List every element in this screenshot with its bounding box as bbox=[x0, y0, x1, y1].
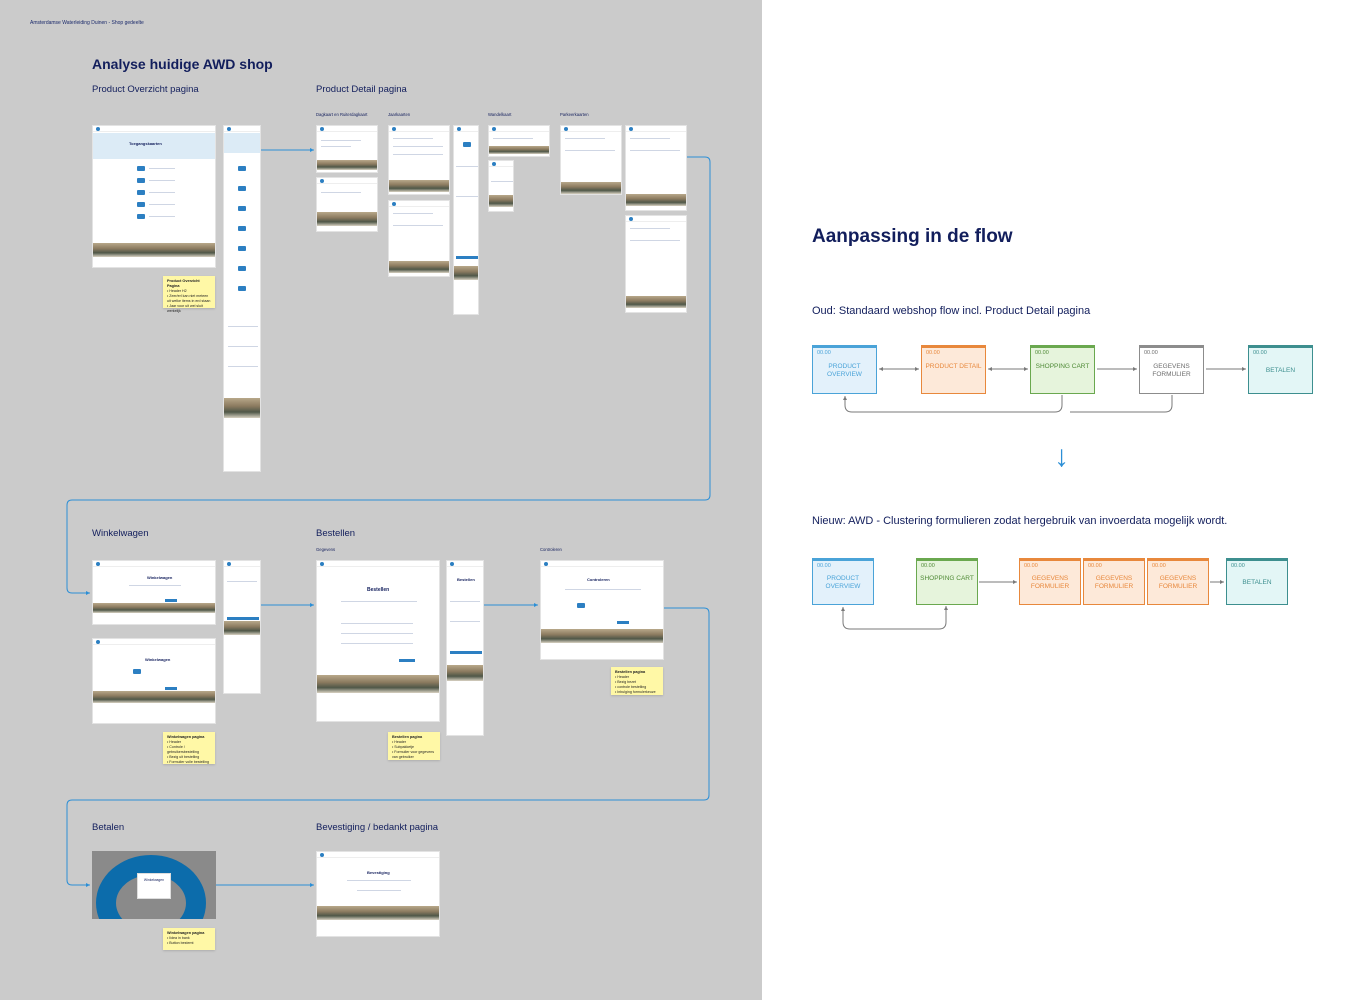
sublabel-parkeerkaarten: Parkeerkaarten bbox=[560, 112, 589, 117]
detail-parkeer-thumb-3[interactable] bbox=[625, 215, 687, 313]
sublabel-controleren: Controleren bbox=[540, 547, 562, 552]
sticky-overview: Product Overzicht Pagina Header H2Zeer/e… bbox=[163, 276, 215, 313]
cart-thumb-title-2: Winkelwagen bbox=[145, 657, 171, 662]
new-box-betalen: 00.00 BETALEN bbox=[1226, 558, 1288, 605]
detail-dagkaart-thumb-1[interactable] bbox=[316, 125, 378, 173]
old-box-product-overview: 00.00 PRODUCT OVERVIEW bbox=[812, 345, 877, 394]
flow-title: Aanpassing in de flow bbox=[812, 226, 1013, 247]
sublabel-wandelkaart: Wandelkaart bbox=[488, 112, 512, 117]
cart-desktop-thumb-1[interactable]: Winkelwagen bbox=[92, 560, 216, 625]
confirm-thumb-title: Bevestiging bbox=[367, 870, 390, 875]
detail-dagkaart-thumb-2[interactable] bbox=[316, 177, 378, 232]
sublabel-jaarkaarten: Jaarkaarten bbox=[388, 112, 411, 117]
section-confirm-title: Bevestiging / bedankt pagina bbox=[316, 822, 439, 833]
breadcrumb: Amsterdamse Waterleiding Duinen - Shop g… bbox=[30, 20, 144, 26]
overview-mobile-thumb[interactable] bbox=[223, 125, 261, 472]
detail-parkeer-thumb-1[interactable] bbox=[560, 125, 622, 195]
new-box-gegevens-formulier-1: 00.00 GEGEVENS FORMULIER bbox=[1019, 558, 1081, 605]
sublabel-gegevens: Gegevens bbox=[316, 547, 336, 552]
old-box-gegevens-formulier: 00.00 GEGEVENS FORMULIER bbox=[1139, 345, 1204, 394]
section-detail-title: Product Detail pagina bbox=[316, 84, 407, 95]
overview-desktop-thumb[interactable]: Toegangskaarten bbox=[92, 125, 216, 268]
payment-card: Winkelwagen bbox=[137, 873, 171, 899]
controleren-thumb-title: Controleren bbox=[587, 577, 610, 582]
detail-parkeer-thumb-2[interactable] bbox=[625, 125, 687, 211]
order-mobile-thumb[interactable]: Bestellen bbox=[446, 560, 484, 736]
old-box-betalen: 00.00 BETALEN bbox=[1248, 345, 1313, 394]
confirm-thumb[interactable]: Bevestiging bbox=[316, 851, 440, 937]
old-flow-label: Oud: Standaard webshop flow incl. Produc… bbox=[812, 305, 1091, 317]
analysis-title: Analyse huidige AWD shop bbox=[92, 56, 273, 72]
flow-board bbox=[762, 0, 1360, 1000]
order-thumb-title: Bestellen bbox=[367, 587, 390, 593]
sticky-order-1: Bestellen pagina HeaderSubpakketjeFormul… bbox=[388, 732, 440, 760]
cart-thumb-title-1: Winkelwagen bbox=[147, 575, 173, 580]
detail-jaarkaart-thumb-1[interactable] bbox=[388, 125, 450, 195]
order-mobile-title: Bestellen bbox=[457, 577, 475, 582]
section-overview-title: Product Overzicht pagina bbox=[92, 84, 199, 95]
cart-mobile-thumb[interactable] bbox=[223, 560, 261, 694]
order-controleren-thumb[interactable]: Controleren bbox=[540, 560, 664, 660]
new-box-product-overview: 00.00 PRODUCT OVERVIEW bbox=[812, 558, 874, 605]
section-order-title: Bestellen bbox=[316, 528, 356, 539]
cart-desktop-thumb-2[interactable]: Winkelwagen bbox=[92, 638, 216, 724]
overview-thumb-title: Toegangskaarten bbox=[129, 141, 162, 146]
old-box-product-detail: 00.00 PRODUCT DETAIL bbox=[921, 345, 986, 394]
sublabel-dagkaart: Dagkaart en Ruiterdagkaart bbox=[316, 112, 368, 117]
payment-thumb[interactable]: Winkelwagen bbox=[92, 851, 216, 919]
section-pay-title: Betalen bbox=[92, 822, 125, 833]
new-box-gegevens-formulier-2: 00.00 GEGEVENS FORMULIER bbox=[1083, 558, 1145, 605]
new-box-gegevens-formulier-3: 00.00 GEGEVENS FORMULIER bbox=[1147, 558, 1209, 605]
sticky-cart: Winkelwagen pagina HeaderControle / gebr… bbox=[163, 732, 215, 764]
sticky-order-2: Bestellen pagina HeaderBezig bezetcontro… bbox=[611, 667, 663, 695]
detail-jaarkaart-mobile-thumb[interactable] bbox=[453, 125, 479, 315]
down-arrow-icon: ↓ bbox=[1054, 440, 1069, 473]
new-flow-label: Nieuw: AWD - Clustering formulieren zoda… bbox=[812, 515, 1228, 527]
detail-wandelkaart-thumb[interactable] bbox=[488, 125, 550, 157]
new-box-shopping-cart: 00.00 SHOPPING CART bbox=[916, 558, 978, 605]
section-cart-title: Winkelwagen bbox=[92, 528, 149, 539]
order-gegevens-thumb[interactable]: Bestellen bbox=[316, 560, 440, 722]
old-box-shopping-cart: 00.00 SHOPPING CART bbox=[1030, 345, 1095, 394]
detail-jaarkaart-thumb-2[interactable] bbox=[388, 200, 450, 277]
detail-wandelkaart-mobile-thumb[interactable] bbox=[488, 160, 514, 212]
sticky-pay: Winkelwagen pagina Iidea in bankButton b… bbox=[163, 928, 215, 950]
